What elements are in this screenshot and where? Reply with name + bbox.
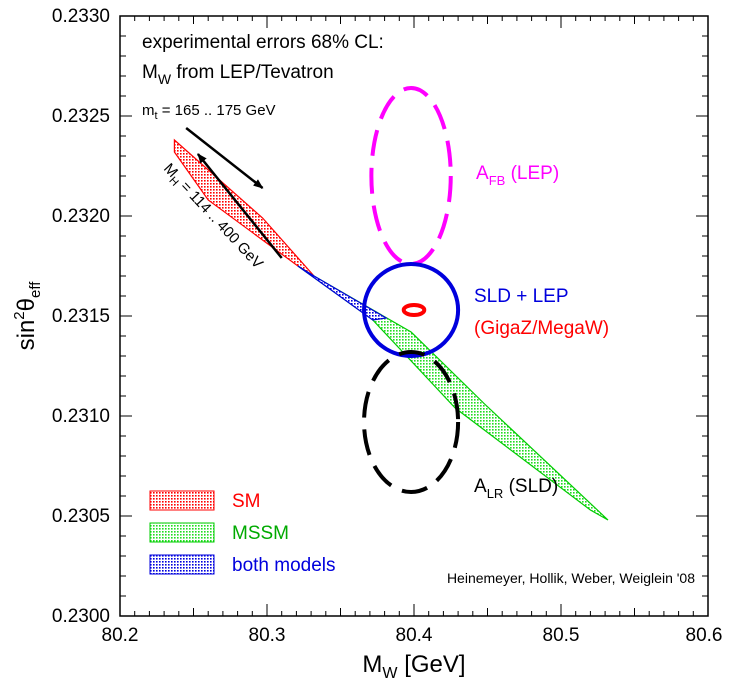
ellipses-layer [362, 86, 461, 494]
sld-lep-ellipse [362, 262, 461, 358]
gigaz-label: (GigaZ/MegaW) [474, 318, 609, 339]
x-tick-label: 80.4 [396, 625, 433, 646]
sld-lep-label: SLD + LEP [474, 286, 569, 307]
x-axis-label: MW [GeV] [362, 651, 465, 681]
x-tick-label: 80.2 [102, 625, 139, 646]
afb-ellipse [369, 86, 453, 266]
legend-label-mssm: MSSM [232, 523, 289, 544]
x-tick-label: 80.5 [543, 625, 580, 646]
credit-text: Heinemeyer, Hollik, Weber, Weiglein '08 [447, 570, 695, 586]
x-tick-label: 80.3 [249, 625, 286, 646]
y-tick-label: 0.2320 [52, 206, 110, 227]
y-tick-label: 0.2305 [52, 506, 110, 527]
y-tick-label: 0.2330 [52, 6, 110, 27]
header-line-1: experimental errors 68% CL: [142, 32, 384, 53]
legend-label-sm: SM [232, 491, 261, 512]
mt-label: mt = 165 .. 175 GeV [142, 102, 276, 122]
afb-label: AFB (LEP) [476, 163, 559, 188]
legend-label-both: both models [232, 555, 336, 576]
legend-swatch-sm [149, 490, 215, 511]
region-both [297, 265, 388, 321]
header-line-2: MW from LEP/Tevatron [142, 62, 334, 87]
y-axis-label: sin2θeff [11, 281, 44, 351]
y-tick-label: 0.2315 [52, 306, 110, 327]
mt-arrow [185, 127, 264, 189]
alr-ellipse [362, 350, 461, 494]
legend: SM MSSM both models [149, 490, 336, 576]
y-tick-label: 0.2310 [52, 406, 110, 427]
x-tick-label: 80.6 [686, 625, 723, 646]
legend-swatch-both [149, 554, 215, 575]
arrows-layer [185, 127, 283, 259]
alr-label: ALR (SLD) [474, 476, 558, 501]
y-tick-labels: 0.2300 0.2305 0.2310 0.2315 0.2320 0.232… [52, 6, 110, 627]
mh-arrow [196, 153, 283, 259]
y-tick-label: 0.2300 [52, 606, 110, 627]
ticks-layer [119, 15, 709, 617]
y-tick-label: 0.2325 [52, 106, 110, 127]
x-tick-labels: 80.2 80.3 80.4 80.5 80.6 [102, 625, 723, 646]
legend-swatch-mssm [149, 522, 215, 543]
gigaz-ellipse [401, 303, 427, 317]
